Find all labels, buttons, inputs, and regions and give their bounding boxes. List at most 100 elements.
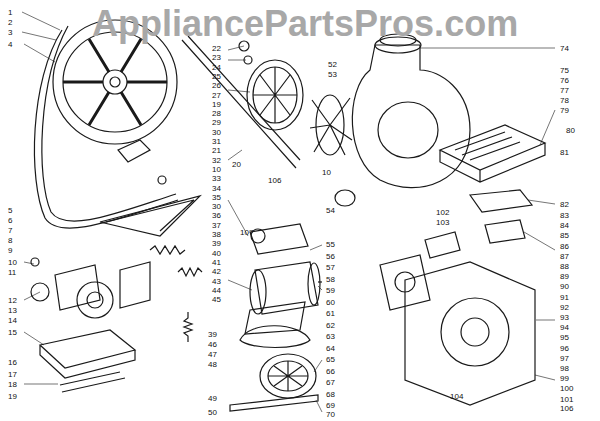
callout-number: 30 [212, 202, 221, 211]
callout-number: 54 [326, 206, 335, 215]
callout-number: 17 [8, 370, 17, 379]
callout-number: 75 [560, 66, 569, 75]
callout-number: 93 [560, 313, 569, 322]
motor-bracket [250, 224, 308, 254]
callout-number: 10 [212, 165, 221, 174]
gear-hub [461, 318, 489, 346]
leader-line [420, 48, 555, 380]
callout-number: 95 [560, 333, 569, 342]
callout-number: 13 [8, 306, 17, 315]
callout-number: 11 [8, 268, 16, 277]
callout-number: 26 [212, 81, 221, 90]
callout-number: 85 [560, 231, 569, 240]
callout-number: 53 [328, 70, 337, 79]
callout-number: 35 [212, 193, 221, 202]
pulley-spokes [63, 39, 167, 125]
callout-number: 99 [560, 374, 569, 383]
callout-number: 65 [326, 355, 335, 364]
callout-number: 25 [212, 72, 221, 81]
callout-number: 38 [212, 230, 221, 239]
pulley-rim [63, 32, 167, 132]
leader-line [310, 245, 322, 412]
leader-line [22, 12, 60, 384]
spring [150, 246, 185, 254]
callout-number: 63 [326, 332, 335, 341]
callout-number: 107 [240, 228, 253, 237]
blower-wheel [247, 60, 303, 130]
callout-number: 31 [212, 137, 221, 146]
callout-number: 5 [8, 206, 12, 215]
callout-number: 2 [8, 18, 12, 27]
callout-number: 60 [326, 298, 335, 307]
callout-number: 64 [326, 344, 335, 353]
callout-number: 101 [560, 395, 573, 404]
callout-number: 44 [212, 286, 221, 295]
callout-number: 18 [8, 380, 17, 389]
drive-belt [42, 26, 176, 221]
callout-number: 76 [560, 76, 569, 85]
callout-number: 81 [560, 148, 569, 157]
callout-number: 80 [566, 126, 575, 135]
callout-number: 104 [450, 392, 463, 401]
vent-slots [455, 132, 520, 160]
leader-line [228, 46, 252, 290]
control-box [440, 125, 545, 182]
motor-shaft [318, 281, 322, 282]
callout-number: 6 [8, 216, 12, 225]
callout-number: 12 [8, 296, 17, 305]
v-belt [100, 196, 200, 236]
callout-number: 103 [436, 218, 449, 227]
callout-number: 21 [212, 146, 221, 155]
callout-number: 106 [560, 404, 573, 413]
housing-inlet [378, 102, 438, 158]
callout-number: 24 [212, 63, 221, 72]
callout-number: 58 [326, 275, 335, 284]
drive-wheel [87, 292, 103, 308]
bracket [118, 140, 150, 162]
gearbox [380, 255, 430, 310]
callout-number: 40 [212, 249, 221, 258]
callout-number: 59 [326, 286, 335, 295]
callout-number: 19 [8, 392, 17, 401]
callout-number: 92 [560, 303, 569, 312]
callout-number: 27 [212, 91, 221, 100]
callout-number: 70 [326, 410, 335, 419]
motor-belt [240, 326, 310, 348]
callout-number: 3 [8, 28, 12, 37]
gasket-ring [335, 190, 355, 206]
callout-number: 106 [268, 176, 281, 185]
gear-cover [441, 298, 509, 366]
callout-number: 50 [208, 408, 217, 417]
callout-number: 42 [212, 267, 221, 276]
callout-number: 39 [208, 330, 217, 339]
rail [60, 372, 125, 392]
spring [178, 268, 202, 276]
callout-number: 67 [326, 378, 335, 387]
callout-number: 57 [326, 263, 335, 272]
switch [485, 220, 525, 243]
callout-number: 33 [212, 174, 221, 183]
watermark: AppliancePartsPros.com [92, 4, 518, 44]
base-bracket [40, 330, 135, 378]
drive-belt [34, 30, 178, 228]
callout-number: 29 [212, 118, 221, 127]
callout-number: 41 [212, 258, 221, 267]
motor-pulley [268, 361, 308, 391]
motor-pulley [260, 354, 316, 398]
callout-number: 48 [208, 360, 217, 369]
callout-number: 91 [560, 293, 569, 302]
motor-end [250, 270, 266, 314]
callout-number: 82 [560, 200, 569, 209]
callout-number: 79 [560, 106, 569, 115]
callout-number: 86 [560, 242, 569, 251]
callout-number: 15 [8, 328, 17, 337]
callout-number: 23 [212, 53, 221, 62]
callout-number: 52 [328, 60, 337, 69]
callout-number: 8 [8, 236, 12, 245]
callout-number: 22 [212, 44, 221, 53]
callout-number: 43 [212, 277, 221, 286]
drive-belt [182, 36, 300, 168]
callout-number: 56 [326, 252, 335, 261]
callout-number: 66 [326, 367, 335, 376]
